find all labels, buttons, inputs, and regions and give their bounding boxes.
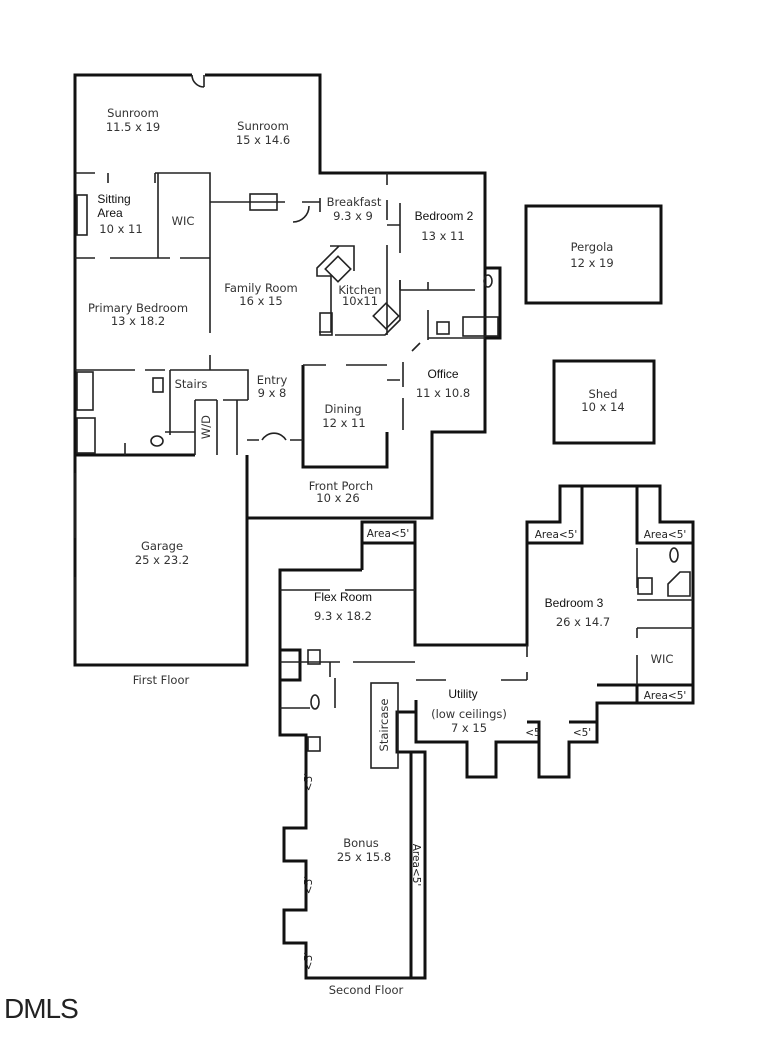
second-floor-caption: Second Floor <box>329 983 404 997</box>
room-porch-dims: 10 x 26 <box>316 491 359 505</box>
area-label-5: Area<5' <box>410 844 422 887</box>
room-primary-name: Primary Bedroom <box>88 301 188 315</box>
room-sunroom-b-dims: 15 x 14.6 <box>236 133 290 147</box>
room-office-name: Office <box>427 367 458 381</box>
room-bonus-dims: 25 x 15.8 <box>337 850 391 864</box>
low-area-label-3: <5' <box>303 952 315 970</box>
shed-dims: 10 x 14 <box>581 400 624 414</box>
room-kitchen-dims: 10x11 <box>342 294 378 308</box>
room-garage-dims: 25 x 23.2 <box>135 553 189 567</box>
low-area-label-2: <5' <box>303 876 315 894</box>
room-utility-name: Utility <box>448 687 477 701</box>
room-bedroom3-dims: 26 x 14.7 <box>556 615 610 629</box>
low-area-label-1: <5' <box>303 773 315 791</box>
room-sitting-name2: Area <box>97 206 123 220</box>
room-bonus-name: Bonus <box>343 836 379 850</box>
area-label-3: Area<5' <box>644 529 687 541</box>
room-kitchen-name: Kitchen <box>338 283 381 297</box>
room-family-name: Family Room <box>224 281 297 295</box>
pergola <box>524 204 663 305</box>
room-utility-dims: 7 x 15 <box>451 721 487 735</box>
staircase-shape <box>370 682 399 769</box>
room-bedroom2-dims: 13 x 11 <box>421 229 464 243</box>
first-floor-walls <box>73 73 502 667</box>
shed <box>552 359 656 445</box>
room-sunroom-b-name: Sunroom <box>237 119 289 133</box>
room-utility-note: (low ceilings) <box>431 707 507 721</box>
room-staircase-name: Staircase <box>377 699 391 752</box>
room-sitting-name1: Sitting <box>97 192 130 206</box>
low-area-label-4: <5 <box>525 727 540 739</box>
room-flex-dims: 9.3 x 18.2 <box>314 609 372 623</box>
room-sunroom-a-name: Sunroom <box>107 106 159 120</box>
room-bedroom3-name: Bedroom 3 <box>545 596 604 610</box>
room-wic-name: WIC <box>172 214 195 228</box>
room-flex-name: Flex Room <box>314 590 372 604</box>
room-bedroom2-name: Bedroom 2 <box>415 209 474 223</box>
room-breakfast-name: Breakfast <box>327 195 382 209</box>
area-label-1: Area<5' <box>367 528 410 540</box>
first-floor-caption: First Floor <box>133 673 190 687</box>
room-dining-name: Dining <box>324 402 361 416</box>
shed-name: Shed <box>589 387 618 401</box>
room-breakfast-dims: 9.3 x 9 <box>333 209 373 223</box>
room-family-dims: 16 x 15 <box>239 294 282 308</box>
room-office-dims: 11 x 10.8 <box>416 386 470 400</box>
room-primary-dims: 13 x 18.2 <box>111 314 165 328</box>
room-porch-name: Front Porch <box>309 479 373 493</box>
area-label-2: Area<5' <box>535 529 578 541</box>
room-wic2-name: WIC <box>651 652 674 666</box>
second-floor-walls <box>278 484 695 980</box>
first-floor-labels: Sunroom 11.5 x 19 Sunroom 15 x 14.6 Sitt… <box>88 106 474 687</box>
room-sitting-dims: 10 x 11 <box>99 222 142 236</box>
low-area-label-5: <5' <box>573 727 591 739</box>
room-stairs-name: Stairs <box>175 377 208 391</box>
pergola-dims: 12 x 19 <box>570 256 613 270</box>
pergola-name: Pergola <box>571 240 614 254</box>
room-entry-dims: 9 x 8 <box>258 386 287 400</box>
room-entry-name: Entry <box>257 373 288 387</box>
room-sunroom-a-dims: 11.5 x 19 <box>106 120 160 134</box>
room-garage-name: Garage <box>141 539 183 553</box>
dmls-logo: DMLS <box>4 993 78 1024</box>
area-label-4: Area<5' <box>644 690 687 702</box>
room-wd-name: W/D <box>199 415 213 439</box>
second-floor-labels: Flex Room 9.3 x 18.2 Bedroom 3 26 x 14.7… <box>303 528 686 997</box>
room-dining-dims: 12 x 11 <box>322 416 365 430</box>
